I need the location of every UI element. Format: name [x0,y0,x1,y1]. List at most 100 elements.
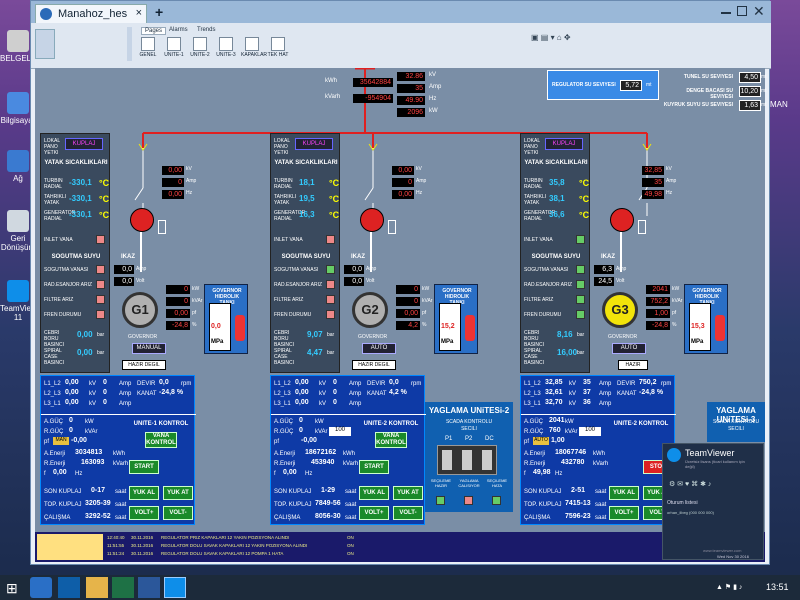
minimize-icon[interactable] [721,12,731,14]
generator-g3-icon[interactable]: G3 [602,292,638,328]
kuplaj-state[interactable]: KUPLAJ [295,138,333,150]
start-button[interactable]: START [129,460,159,474]
page-button-unite-2[interactable]: UNITE-2 [189,37,211,58]
close-window-icon[interactable]: ✕ [753,3,765,19]
teamviewer-panel[interactable]: TeamViewer Ücretsiz lisans (ticari kulla… [662,443,764,560]
pf-mode-tag[interactable]: MAN [53,437,69,445]
app-taskbar-icon[interactable] [164,577,186,598]
kvarh-unit: kVarh [593,461,609,467]
toolbar-icons[interactable]: ▣ ▤ ▾ ⌂ ✥ [531,33,571,42]
volt-up-button[interactable]: VOLT+ [129,506,159,520]
teamviewer-toolbar-icons[interactable]: ⚙ ✉ ♥ ⌘ ✱ ♪ [669,481,712,488]
desktop-icon[interactable]: Bilgisayar [0,92,36,125]
mode-indicator[interactable]: AUTO [612,343,646,354]
line-label: L3_L1 [274,401,291,407]
generator-g1-icon[interactable]: G1 [122,292,158,328]
sogutma-title: SOGUTMA SUYU [531,254,581,260]
ikaz-unit: Volt [616,278,625,284]
ie-icon[interactable] [30,577,52,598]
desktop-icon[interactable]: BELGELER [0,30,42,63]
splitter[interactable] [127,27,132,61]
page-tab[interactable]: Pages [141,27,167,35]
tray-icons[interactable]: ▲ ⚑ ▮ ♪ [716,584,743,591]
yatak-title: YATAK SICAKLIKLARI [274,160,338,166]
maximize-icon[interactable] [737,6,747,16]
temp-value: -330,1 [69,210,92,219]
aen-value: 3034813 [75,449,103,456]
generator-g2-icon[interactable]: G2 [352,292,388,328]
new-tab-button[interactable]: + [155,4,164,20]
nav-expand-icon[interactable] [35,29,55,59]
page-icon [271,37,285,51]
window-tab[interactable]: Manahoz_hes × [35,4,147,23]
cebri-label: CEBRI BORU BASINCI [44,330,65,348]
ren-label: R.Enerji [274,461,296,467]
inlet-label: INLET VANA [274,237,303,243]
volt-up-button[interactable]: VOLT+ [609,506,639,520]
power-unit: pf [422,310,427,316]
desktop-icon[interactable]: Geri Dönüşüm [0,210,36,252]
kuplaj-state[interactable]: KUPLAJ [545,138,583,150]
mode-indicator[interactable]: MANUAL [132,343,166,354]
desktop-icon[interactable]: TeamViewer 11 [0,280,44,322]
yuk-al-button[interactable]: YUK AL [129,486,159,500]
volt-down-button[interactable]: VOLT- [163,506,193,520]
bar-unit: bar [97,332,105,338]
kv-unit: kV [89,401,97,407]
teamviewer-footer[interactable]: www.teamviewer.com [703,548,742,553]
level-value: 10,20 [739,86,761,97]
f-label: f [524,471,526,477]
session-list-label[interactable]: Oturum listesi [667,500,698,506]
vana-kontrol-button[interactable]: VANA KONTROL [145,432,177,448]
f-label: f [274,471,276,477]
volt-up-button[interactable]: VOLT+ [359,506,389,520]
saat-unit: saat [595,502,607,508]
sogutma-item: SOGUTMA VANASI [44,267,89,273]
temp-label: GENERATOR RADIAL [274,210,306,222]
yuk-at-button[interactable]: YUK AT [163,486,193,500]
page-button-genel[interactable]: GENEL [137,37,159,58]
kuplaj-state[interactable]: KUPLAJ [65,138,103,150]
vana-kontrol-button[interactable]: VANA KONTROL [375,432,407,448]
desktop-icon-label: Geri Dönüşüm [0,234,36,252]
outlook-icon[interactable] [58,577,80,598]
spiral-value: 0,00 [77,348,93,357]
word-icon[interactable] [138,577,160,598]
generator-line [620,232,622,272]
mode-indicator[interactable]: AUTO [362,343,396,354]
devir-label: DEVIR [137,381,156,387]
celsius-unit: °C [99,210,110,220]
pf-mode-tag[interactable]: AUTO [533,437,549,445]
page-button-kapaklar[interactable]: KAPAKLAR [241,37,267,58]
page-icon [245,37,259,51]
page-button-unite-1[interactable]: UNITE-1 [163,37,185,58]
saat-unit: saat [345,489,357,495]
led-ready [436,496,445,505]
close-tab-icon[interactable]: × [135,7,142,19]
page-tab[interactable]: Trends [197,27,216,33]
bus-value: 49,98 [642,190,664,199]
line-label: L2_L3 [274,391,291,397]
rgu-value: 760 [549,427,561,434]
yuk-al-button[interactable]: YUK AL [609,486,639,500]
windows-start-icon[interactable]: ⊞ [6,580,18,596]
log-date: 30.11.2016 [131,543,154,548]
yuk-al-button[interactable]: YUK AL [359,486,389,500]
setpoint-input[interactable]: 100 [579,427,601,436]
setpoint-input[interactable]: 100 [329,427,351,436]
start-button[interactable]: START [359,460,389,474]
aen-label: A.Enerji [274,451,296,457]
explorer-icon[interactable] [86,577,108,598]
page-icon [141,37,155,51]
session-user[interactable]: orhan_ilbeg (000 000 000) [667,510,714,515]
desktop-icon[interactable]: Ağ [0,150,36,183]
page-tab[interactable]: Alarms [169,27,188,33]
yuk-at-button[interactable]: YUK AT [393,486,423,500]
volt-down-button[interactable]: VOLT- [393,506,423,520]
page-button-tek hat[interactable]: TEK HAT [267,37,289,58]
excel-icon[interactable] [112,577,134,598]
page-button-unite-3[interactable]: UNITE-3 [215,37,237,58]
